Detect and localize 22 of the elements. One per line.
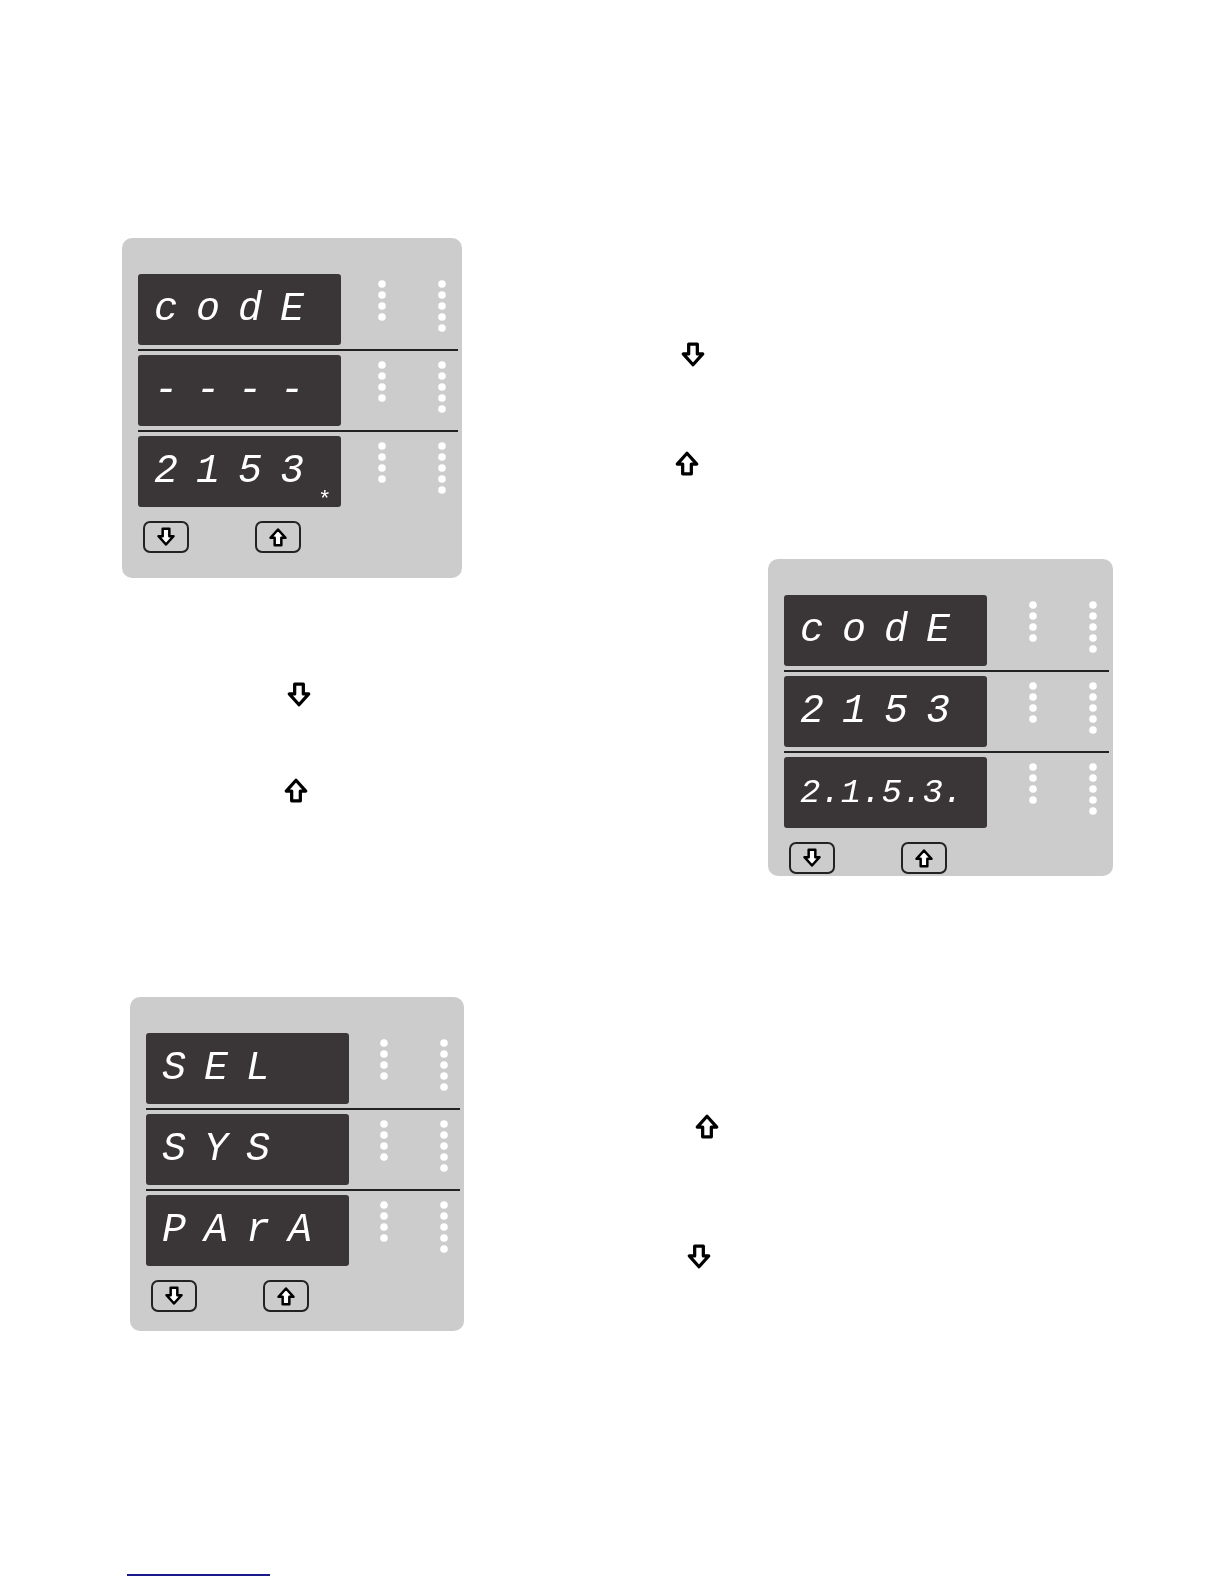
- display-readout: SEL: [162, 1048, 288, 1089]
- display-readout: SYS: [162, 1129, 288, 1170]
- display-readout: PArA: [162, 1210, 330, 1251]
- asterisk-mark: *: [320, 487, 329, 509]
- segment-display: [146, 1114, 349, 1185]
- segment-display: [146, 1033, 349, 1104]
- segment-display: [784, 676, 987, 747]
- segment-display: [138, 274, 341, 345]
- display-readout: codE: [800, 610, 968, 651]
- display-readout: 2153: [800, 691, 968, 732]
- segment-display: [784, 595, 987, 666]
- segment-display: [138, 436, 341, 507]
- meter-panel: [768, 559, 1113, 876]
- meter-panel: [122, 238, 462, 578]
- display-readout: 2.1.5.3.: [800, 775, 964, 810]
- display-readout: 2153: [154, 451, 322, 492]
- display-readout: ----: [154, 370, 322, 411]
- segment-display: [784, 757, 987, 828]
- display-readout: codE: [154, 289, 322, 330]
- segment-display: [138, 355, 341, 426]
- segment-display: [146, 1195, 349, 1266]
- meter-panel: [130, 997, 464, 1331]
